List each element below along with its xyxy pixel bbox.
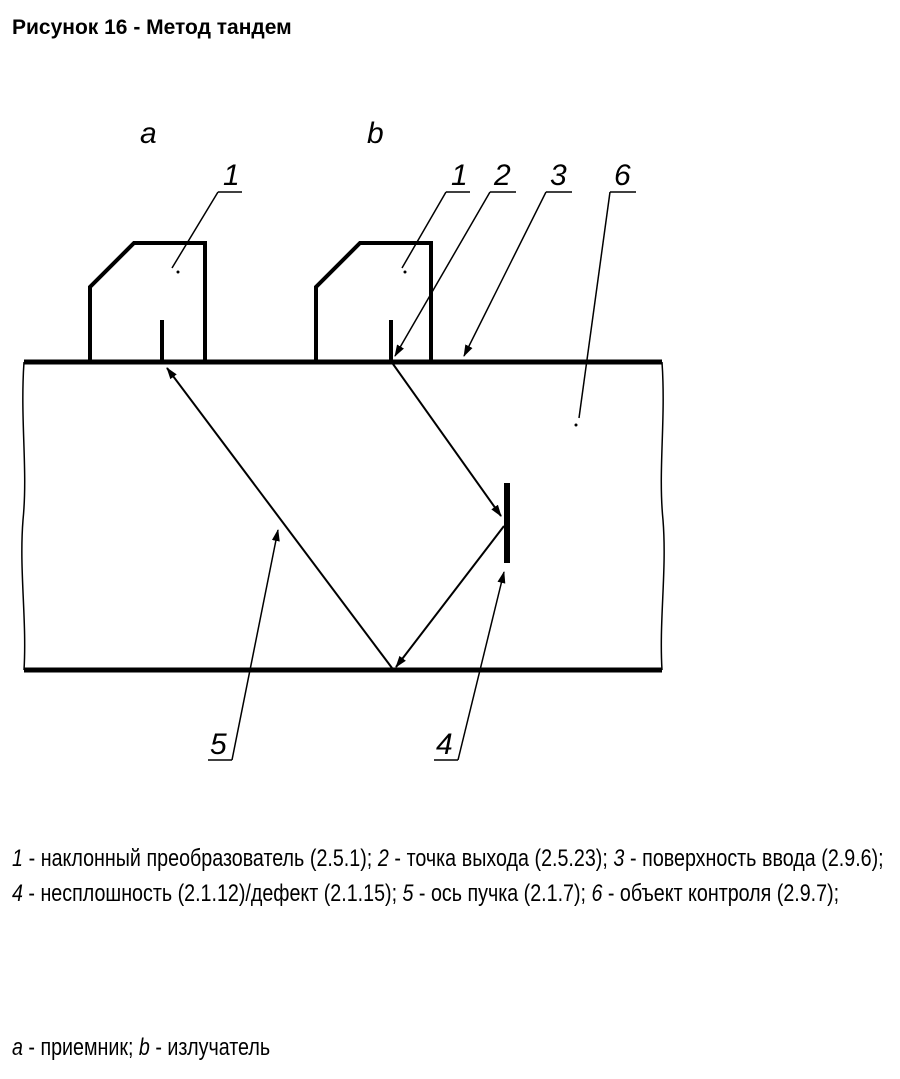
beam-axis-path	[166, 363, 505, 669]
legend-item-3: 3 - поверхность ввода (2.9.6);	[613, 845, 884, 872]
figure-title: Рисунок 16 - Метод тандем	[12, 16, 292, 39]
legend-item-2: 2 - точка выхода (2.5.23);	[377, 845, 614, 872]
label-a: a	[140, 117, 157, 150]
legend-text: 1 - наклонный преобразователь (2.5.1); 2…	[12, 842, 884, 912]
legend-ab-a: a - приемник;	[12, 1034, 139, 1061]
legend-item-4: 4 - несплошность (2.1.12)/дефект (2.1.15…	[12, 879, 403, 907]
legend-item-1: 1 - наклонный преобразователь (2.5.1);	[12, 845, 378, 872]
legend-ab-text: a - приемник; b - излучатель	[12, 1034, 270, 1062]
probe-a-receiver	[88, 241, 207, 362]
legend-ab-b: b - излучатель	[138, 1034, 271, 1061]
callout-1-b: 1	[451, 159, 468, 192]
probe-b-emitter	[314, 241, 433, 362]
label-b: b	[367, 117, 384, 150]
callout-2: 2	[493, 159, 511, 192]
callout-4: 4	[436, 728, 453, 761]
legend-item-5: 5 - ось пучка (2.1.7);	[402, 879, 592, 907]
leader-lines	[171, 191, 636, 761]
tandem-method-diagram: a b 1 1 2 3 6 5 4	[21, 117, 665, 761]
callout-1-a: 1	[223, 159, 240, 192]
callout-5: 5	[210, 728, 227, 761]
callout-3: 3	[550, 159, 567, 192]
legend-item-6: 6 - объект контроля (2.9.7);	[591, 879, 840, 907]
test-object	[21, 359, 665, 673]
callout-6: 6	[614, 159, 631, 192]
